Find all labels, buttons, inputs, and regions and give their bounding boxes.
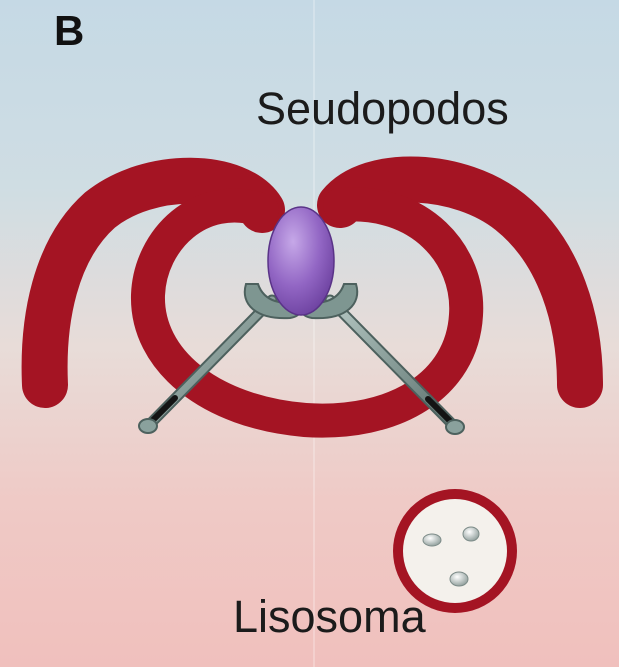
panel-letter: B bbox=[54, 10, 84, 52]
label-lysosome: Lisosoma bbox=[233, 594, 426, 639]
label-pseudopods: Seudopodos bbox=[256, 86, 509, 131]
particle-icon bbox=[268, 207, 334, 315]
